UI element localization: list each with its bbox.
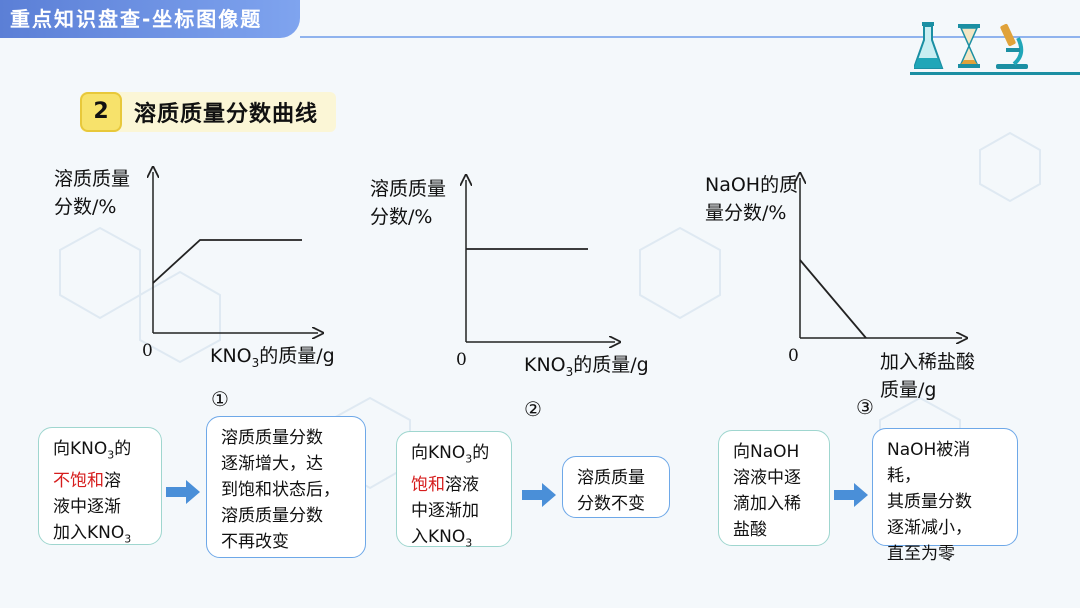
graph1-xlabel: KNO3的质量/g <box>210 345 335 370</box>
graph3-ylabel-line2: 量分数/% <box>705 202 787 224</box>
arrow-right-icon <box>166 480 200 504</box>
condition-box-unsaturated: 向KNO3的 不饱和溶 液中逐渐 加入KNO3 <box>38 427 162 546</box>
condition-box-naoh: 向NaOH 溶液中逐 滴加入稀 盐酸 <box>718 430 830 546</box>
graph3-axes <box>800 178 962 338</box>
graph3-marker: ③ <box>856 395 874 419</box>
flask-icon <box>914 22 944 69</box>
graph3-curve <box>799 259 867 339</box>
lab-equipment-icon <box>914 22 1028 69</box>
graph3-xlabel-line2: 质量/g <box>880 379 937 401</box>
lab-shelf-line <box>910 72 1080 75</box>
graph2-axes <box>466 180 615 342</box>
arrow-right-icon <box>522 483 556 507</box>
graph1-ylabel-line2: 分数/% <box>54 196 117 218</box>
section-number-badge: 2 <box>80 92 122 132</box>
graph1-ylabel-line1: 溶质质量 <box>54 168 131 190</box>
hourglass-icon <box>958 24 980 68</box>
section-header: 2 溶质质量分数曲线 <box>80 92 337 132</box>
graph2-ylabel-line2: 分数/% <box>370 206 433 228</box>
graph3-xlabel-line1: 加入稀盐酸 <box>880 351 976 373</box>
arrow-right-icon <box>834 483 868 507</box>
result-box-unchanged: 溶质质量 分数不变 <box>562 456 670 518</box>
result-box-decrease: NaOH被消耗， 其质量分数 逐渐减小， 直至为零 <box>872 428 1018 564</box>
title-underline <box>300 36 1080 38</box>
microscope-icon <box>996 23 1028 69</box>
graph3-origin: 0 <box>788 346 799 366</box>
graph2-origin: 0 <box>456 350 467 370</box>
graph1-axes <box>153 172 318 333</box>
graph1-curve <box>152 239 302 284</box>
graph2-ylabel-line1: 溶质质量 <box>370 178 447 200</box>
graph1-origin: 0 <box>142 341 153 361</box>
result-box-increase: 溶质质量分数 逐渐增大，达 到饱和状态后， 溶质质量分数 不再改变 <box>206 416 366 558</box>
graph2-xlabel: KNO3的质量/g <box>524 354 649 379</box>
condition-box-saturated: 向KNO3的 饱和溶液 中逐渐加 入KNO3 <box>396 431 512 550</box>
graph3-ylabel-line1: NaOH的质 <box>705 174 799 196</box>
graph1-marker: ① <box>211 387 229 411</box>
page-title: 重点知识盘查-坐标图像题 <box>0 0 300 38</box>
graph2-marker: ② <box>524 397 542 421</box>
section-title: 溶质质量分数曲线 <box>134 102 319 127</box>
